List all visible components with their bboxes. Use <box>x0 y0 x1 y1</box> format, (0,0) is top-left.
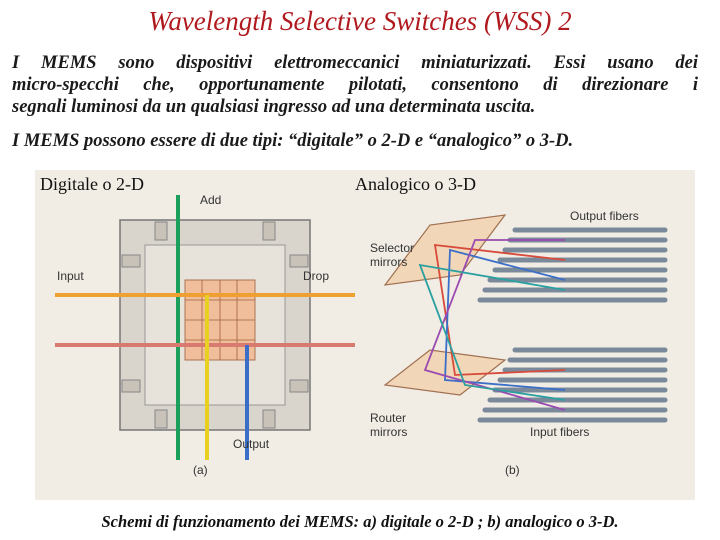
output-fibers-label: Output fibers <box>570 209 639 223</box>
selector-mirrors-plate <box>383 214 507 286</box>
analog-label: Analogico o 3-D <box>355 174 476 194</box>
router-mirrors-label: Router <box>370 411 406 425</box>
add-label: Add <box>200 193 221 207</box>
page-title: Wavelength Selective Switches (WSS) 2 <box>148 6 572 36</box>
mems-figure: Add Input Drop Output (a) <box>35 170 695 500</box>
router-mirrors-label-2: mirrors <box>370 425 407 439</box>
mems-diagram: Add Input Drop Output (a) <box>55 193 668 477</box>
intro-paragraph: I MEMS sono dispositivi elettromeccanici… <box>12 52 698 118</box>
selector-mirrors-label-2: mirrors <box>370 255 407 269</box>
output-label: Output <box>233 437 270 451</box>
panel-b-label: (b) <box>505 463 520 477</box>
panel-a-label: (a) <box>193 463 208 477</box>
digital-label: Digitale o 2-D <box>40 174 144 194</box>
digital-mems-diagram: Add Input Drop Output (a) <box>55 193 355 477</box>
input-label: Input <box>57 269 84 283</box>
intro-line: segnali luminosi da un qualsiasi ingress… <box>12 97 536 117</box>
light-paths <box>418 239 566 411</box>
selector-mirrors-label: Selector <box>370 241 414 255</box>
drop-label: Drop <box>303 269 329 283</box>
intro-line: micro-specchi che, opportunamente pilota… <box>12 75 698 95</box>
figure-caption: Schemi di funzionamento dei MEMS: a) dig… <box>101 512 619 531</box>
intro-line: I MEMS sono dispositivi elettromeccanici… <box>12 53 698 73</box>
chip-pads <box>121 221 309 429</box>
input-fibers <box>477 347 668 423</box>
types-paragraph: I MEMS possono essere di due tipi: “digi… <box>12 131 574 151</box>
input-fibers-label: Input fibers <box>530 425 589 439</box>
analog-mems-diagram: Output fibers Selector mirrors Router mi… <box>370 209 668 477</box>
